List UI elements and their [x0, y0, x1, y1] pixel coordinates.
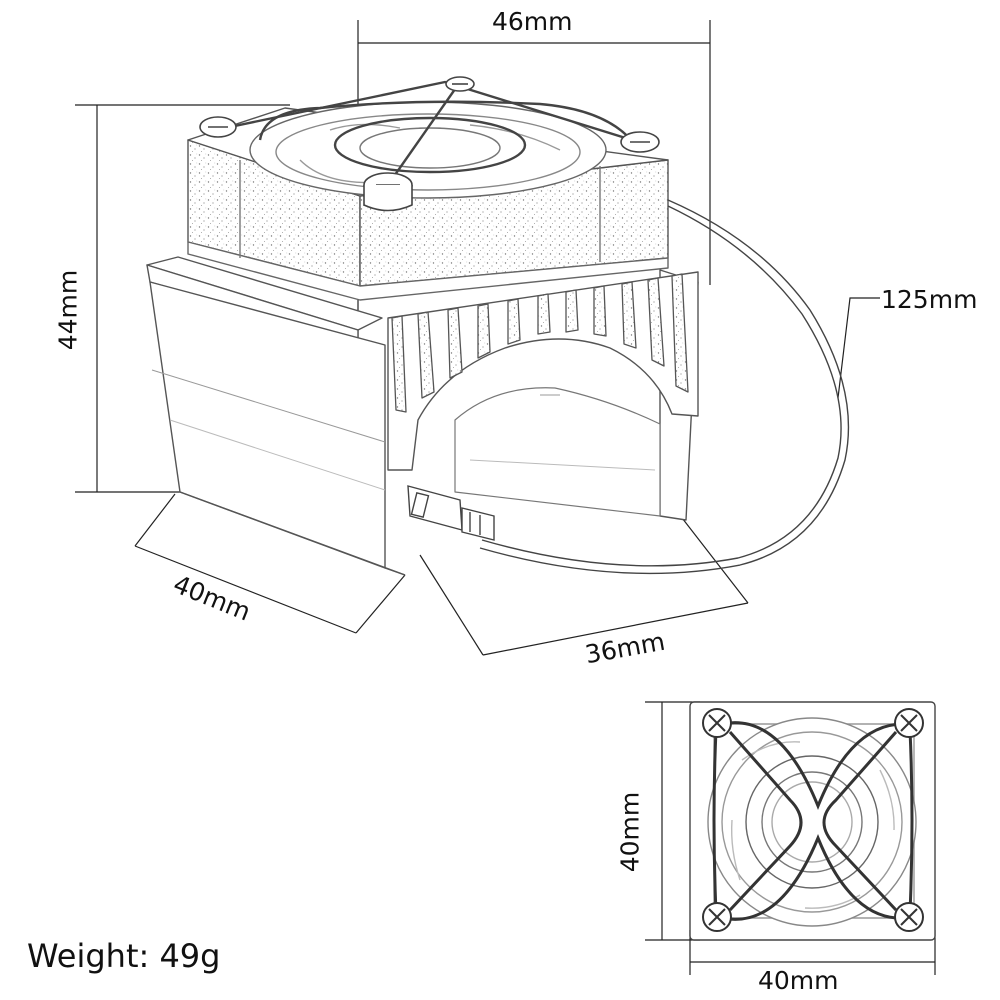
bore-back-wall — [454, 387, 661, 517]
label-top-width: 46mm — [492, 7, 573, 36]
cable-connector — [407, 485, 495, 541]
label-cable-length: 125mm — [881, 285, 978, 314]
fan-screws — [199, 76, 660, 212]
cooling-fan — [187, 76, 669, 301]
label-front-width: 40mm — [758, 966, 839, 995]
label-front-height: 40mm — [615, 791, 645, 873]
depth-extension-left — [134, 493, 176, 547]
heatsink-body — [146, 256, 699, 576]
depth-extension-right — [355, 574, 406, 634]
cable-leader-line — [837, 297, 880, 399]
front-view-fan — [689, 701, 936, 941]
front-grill — [712, 721, 914, 921]
depth-dimension-line — [134, 545, 357, 634]
bore-extension-left — [419, 554, 484, 656]
heatsink-fins — [391, 273, 689, 413]
fan-grill — [224, 80, 646, 183]
weight-label: Weight: 49g — [27, 937, 221, 975]
fin-block-front — [387, 271, 699, 471]
dimension-lines — [75, 20, 936, 975]
label-height: 44mm — [53, 269, 83, 351]
fan-cable — [479, 199, 850, 575]
bore-extension-right — [671, 504, 749, 604]
front-screws — [702, 708, 924, 932]
bore-dimension-line — [482, 602, 749, 656]
